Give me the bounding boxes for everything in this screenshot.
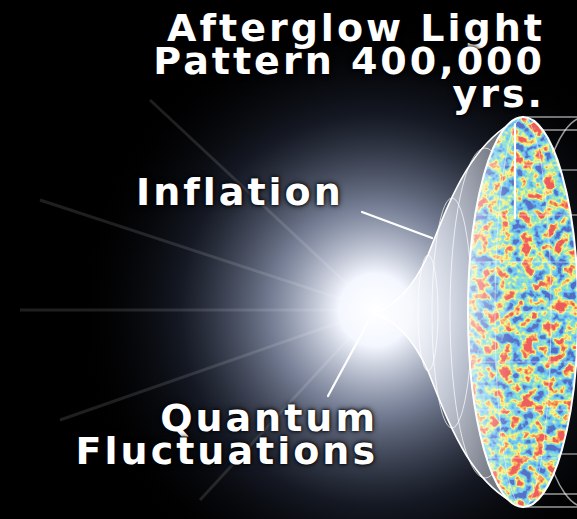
- afterglow-leader: [514, 124, 516, 218]
- label-text: Quantum Fluctuations: [76, 396, 378, 473]
- disc-rim: [468, 117, 577, 507]
- afterglow-disc: [460, 115, 577, 510]
- leader-lines: [328, 124, 515, 396]
- fluctuations-leader: [328, 322, 368, 396]
- inflation-leader: [362, 212, 432, 238]
- fluctuations-label: Quantum Fluctuations: [18, 402, 378, 468]
- label-text: Inflation: [136, 170, 344, 214]
- inflation-label: Inflation: [136, 176, 376, 209]
- label-text: Afterglow Light Pattern 400,000 yrs.: [153, 6, 545, 116]
- afterglow-label: Afterglow Light Pattern 400,000 yrs.: [153, 12, 545, 111]
